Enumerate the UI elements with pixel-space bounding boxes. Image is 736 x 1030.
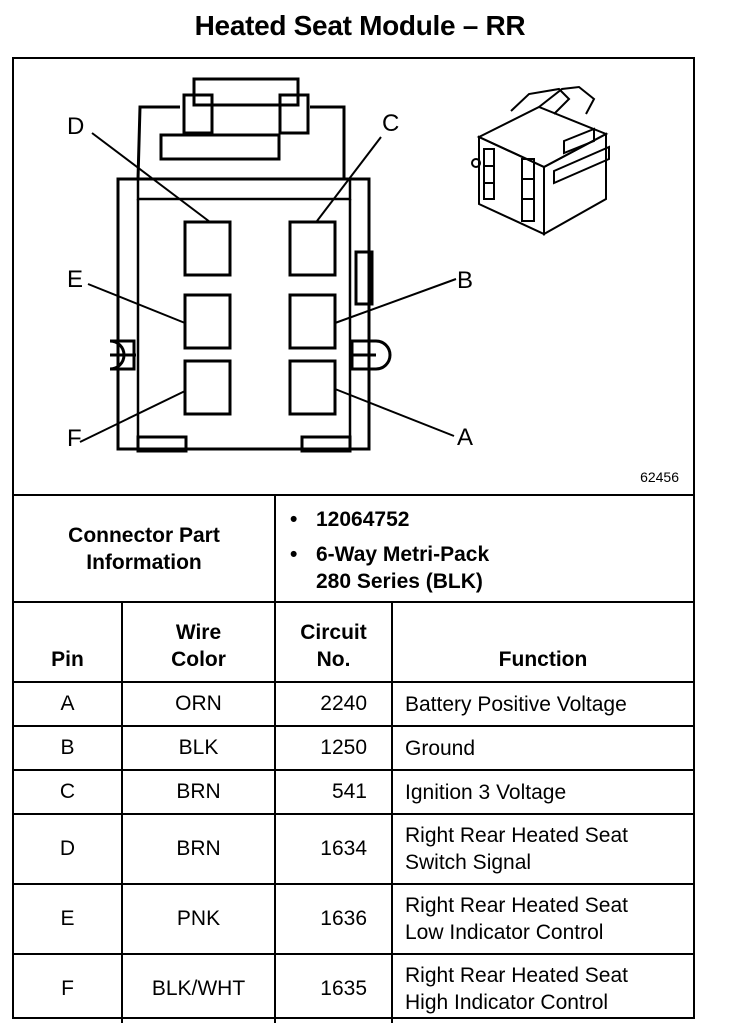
connector-housing [116, 177, 371, 451]
connector-sheet: D C E B F A [12, 57, 695, 1023]
circuit-cell: 1634 [274, 813, 393, 885]
connector-info-row: Connector Part Information •12064752 •6-… [14, 494, 693, 603]
pin-cell: F [14, 953, 123, 1023]
circuit-cell: 1636 [274, 883, 393, 955]
header-function: Function [391, 601, 693, 683]
wire-color-cell: BLK [121, 725, 276, 771]
table-row: C BRN 541 Ignition 3 Voltage [14, 769, 693, 815]
connector-description: •6-Way Metri-Pack [290, 543, 490, 566]
pin-cell: E [14, 883, 123, 955]
circuit-cell: 1635 [274, 953, 393, 1023]
leader-D [91, 132, 211, 223]
polarizing-key [354, 250, 374, 306]
pin-cell: D [14, 813, 123, 885]
latch-left-clip [182, 93, 214, 135]
foot-left [136, 435, 188, 453]
wire-color-cell: PNK [121, 883, 276, 955]
circuit-cell: 2240 [274, 681, 393, 727]
cavity-B [288, 293, 337, 350]
latch-top [192, 77, 300, 107]
latch-base [159, 133, 281, 161]
part-number: •12064752 [290, 508, 410, 531]
connector-info-label: Connector Part Information [14, 494, 276, 603]
connector-isometric-view [471, 85, 610, 236]
foot-right [300, 435, 352, 453]
housing-top-left [136, 105, 180, 180]
connector-info-values: •12064752 •6-Way Metri-Pack 280 Series (… [274, 494, 693, 603]
leader-A [334, 388, 455, 437]
pin-label-F: F [67, 425, 82, 452]
connector-diagram: D C E B F A [14, 59, 693, 494]
pin-label-B: B [457, 267, 473, 294]
pin-label-E: E [67, 266, 83, 293]
figure-id: 62456 [640, 469, 679, 485]
wire-color-cell: BRN [121, 813, 276, 885]
pin-label-D: D [67, 113, 84, 140]
leader-E [87, 283, 186, 324]
wire-color-cell: BRN [121, 769, 276, 815]
wire-color-cell: ORN [121, 681, 276, 727]
pin-cell: A [14, 681, 123, 727]
inner-lip [136, 179, 352, 201]
leader-F [79, 390, 186, 443]
function-cell: Ignition 3 Voltage [391, 769, 693, 815]
pin-label-C: C [382, 110, 399, 137]
wire-color-cell: BLK/WHT [121, 953, 276, 1023]
cavity-D [183, 220, 232, 277]
cavity-F [183, 359, 232, 416]
leader-C [316, 136, 382, 222]
connector-pinout-table: Connector Part Information •12064752 •6-… [14, 494, 693, 1023]
table-row: B BLK 1250 Ground [14, 725, 693, 771]
function-cell: Ground [391, 725, 693, 771]
circuit-cell: 1250 [274, 725, 393, 771]
function-cell: Battery Positive Voltage [391, 681, 693, 727]
pin-cell: C [14, 769, 123, 815]
leader-B [334, 278, 457, 324]
cavity-E [183, 293, 232, 350]
side-tab-right [350, 339, 392, 371]
cavity-A [288, 359, 337, 416]
pin-cell: B [14, 725, 123, 771]
cavity-C [288, 220, 337, 277]
circuit-cell: 541 [274, 769, 393, 815]
connector-face-illustration: D C E B F A [67, 77, 610, 453]
pin-label-A: A [457, 424, 473, 451]
page-title: Heated Seat Module – RR [194, 10, 526, 41]
housing-top-right [310, 105, 346, 179]
table-row: A ORN 2240 Battery Positive Voltage [14, 681, 693, 727]
latch-right-clip [278, 93, 310, 135]
header-pin: Pin [14, 601, 123, 683]
